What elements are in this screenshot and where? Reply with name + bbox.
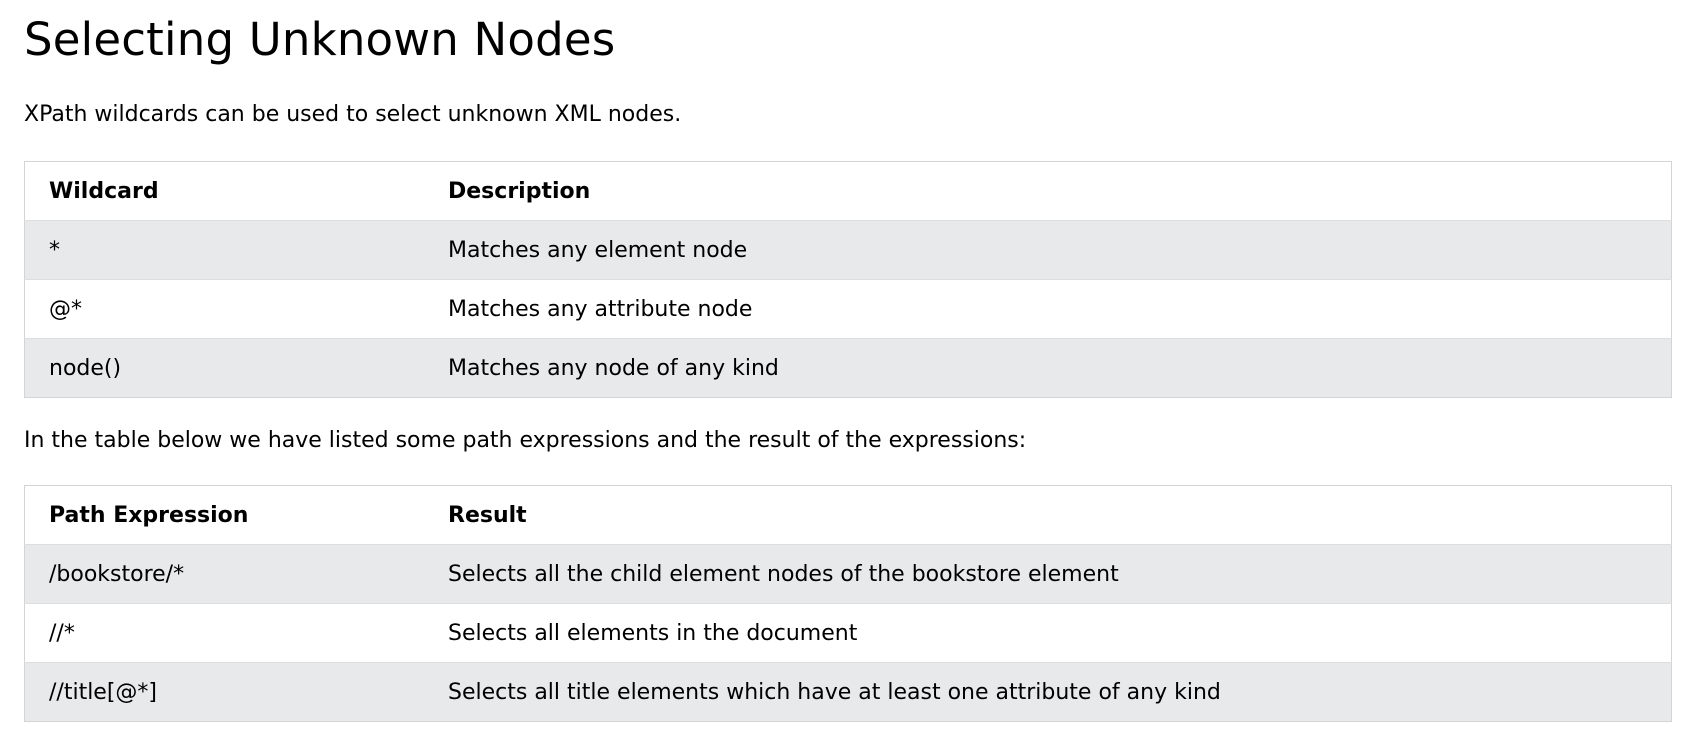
description-cell: Matches any attribute node [424,279,1672,339]
table-row: node() Matches any node of any kind [24,338,1672,398]
column-header-path-expression: Path Expression [24,485,424,545]
table-header-row: Wildcard Description [24,161,1672,221]
result-cell: Selects all title elements which have at… [424,662,1672,722]
path-expressions-table: Path Expression Result /bookstore/* Sele… [24,485,1672,722]
path-expression-cell: /bookstore/* [24,544,424,604]
table-row: @* Matches any attribute node [24,279,1672,339]
result-cell: Selects all the child element nodes of t… [424,544,1672,604]
wildcard-cell: * [24,220,424,280]
description-cell: Matches any element node [424,220,1672,280]
page-content: Selecting Unknown Nodes XPath wildcards … [24,13,1672,722]
table-header-row: Path Expression Result [24,485,1672,545]
wildcards-table: Wildcard Description * Matches any eleme… [24,161,1672,398]
table-row: * Matches any element node [24,220,1672,280]
result-cell: Selects all elements in the document [424,603,1672,663]
table-row: //* Selects all elements in the document [24,603,1672,663]
table-row: //title[@*] Selects all title elements w… [24,662,1672,722]
path-expression-cell: //title[@*] [24,662,424,722]
path-expression-cell: //* [24,603,424,663]
column-header-description: Description [424,161,1672,221]
description-cell: Matches any node of any kind [424,338,1672,398]
wildcard-cell: @* [24,279,424,339]
column-header-wildcard: Wildcard [24,161,424,221]
intro-paragraph: XPath wildcards can be used to select un… [24,102,682,127]
wildcard-cell: node() [24,338,424,398]
column-header-result: Result [424,485,1672,545]
between-paragraph: In the table below we have listed some p… [24,428,1027,453]
table-row: /bookstore/* Selects all the child eleme… [24,544,1672,604]
page-title: Selecting Unknown Nodes [24,13,616,66]
